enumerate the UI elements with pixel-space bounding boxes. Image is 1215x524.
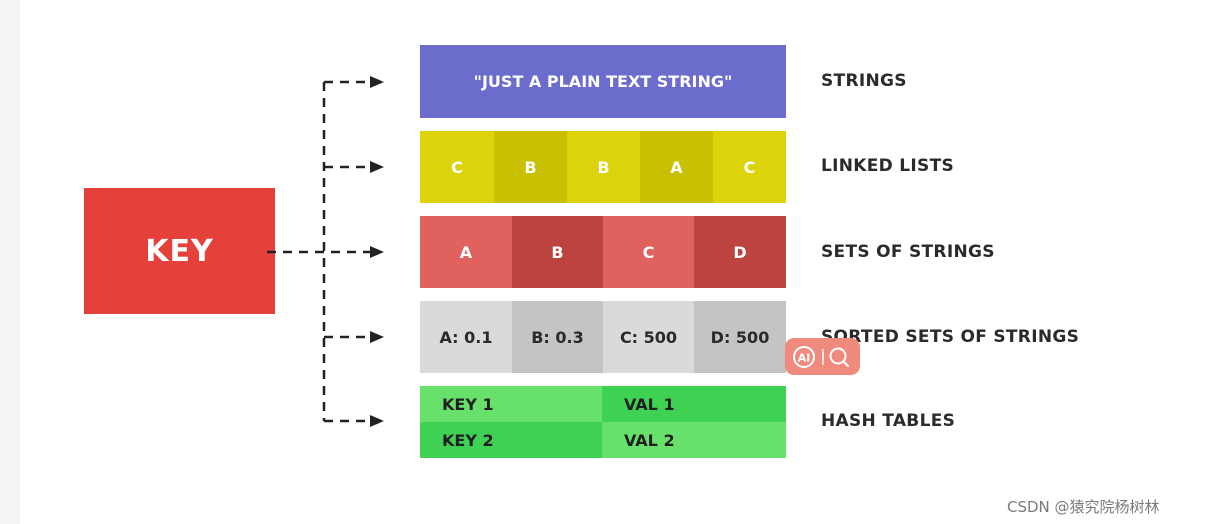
hash-table-block: KEY 1 VAL 1 KEY 2 VAL 2: [420, 386, 786, 458]
arrowhead-strings: [370, 76, 384, 88]
search-icon: [829, 347, 849, 367]
set-cell: C: [603, 216, 694, 288]
arrowhead-sets: [370, 246, 384, 258]
strings-content: "JUST A PLAIN TEXT STRING": [473, 72, 733, 91]
arrowhead-zsets: [370, 331, 384, 343]
label-sorted-sets: SORTED SETS OF STRINGS: [821, 327, 1080, 347]
ai-search-overlay[interactable]: AI: [785, 338, 860, 375]
sets-block: A B C D: [420, 216, 786, 288]
sorted-set-cell: D: 500: [694, 301, 786, 373]
label-linked-lists: LINKED LISTS: [821, 156, 955, 176]
arrowhead-hash: [370, 415, 384, 427]
list-cell: C: [713, 131, 786, 203]
label-hash-tables: HASH TABLES: [821, 411, 956, 431]
list-cell: A: [640, 131, 713, 203]
sorted-set-cell: A: 0.1: [420, 301, 512, 373]
strings-block: "JUST A PLAIN TEXT STRING": [420, 45, 786, 118]
set-cell: D: [694, 216, 786, 288]
linked-list-block: C B B A C: [420, 131, 786, 203]
ai-icon: AI: [792, 345, 815, 368]
hash-value-cell: VAL 1: [602, 386, 786, 422]
left-edge-strip: [0, 0, 20, 524]
set-cell: A: [420, 216, 512, 288]
sorted-set-cell: B: 0.3: [512, 301, 603, 373]
label-sets-of-strings: SETS OF STRINGS: [821, 242, 995, 262]
watermark: CSDN @猿究院杨树林: [1007, 498, 1160, 516]
arrowhead-lists: [370, 161, 384, 173]
svg-text:AI: AI: [797, 351, 810, 364]
list-cell: C: [420, 131, 494, 203]
list-cell: B: [567, 131, 640, 203]
set-cell: B: [512, 216, 603, 288]
hash-value-cell: VAL 2: [602, 422, 786, 458]
list-cell: B: [494, 131, 567, 203]
hash-key-cell: KEY 2: [420, 422, 602, 458]
key-box: KEY: [84, 188, 275, 314]
label-strings: STRINGS: [821, 71, 907, 91]
key-label: KEY: [145, 233, 214, 269]
sorted-set-cell: C: 500: [603, 301, 694, 373]
ai-search-icons: AI: [792, 345, 849, 368]
hash-key-cell: KEY 1: [420, 386, 602, 422]
sorted-sets-block: A: 0.1 B: 0.3 C: 500 D: 500: [420, 301, 786, 373]
